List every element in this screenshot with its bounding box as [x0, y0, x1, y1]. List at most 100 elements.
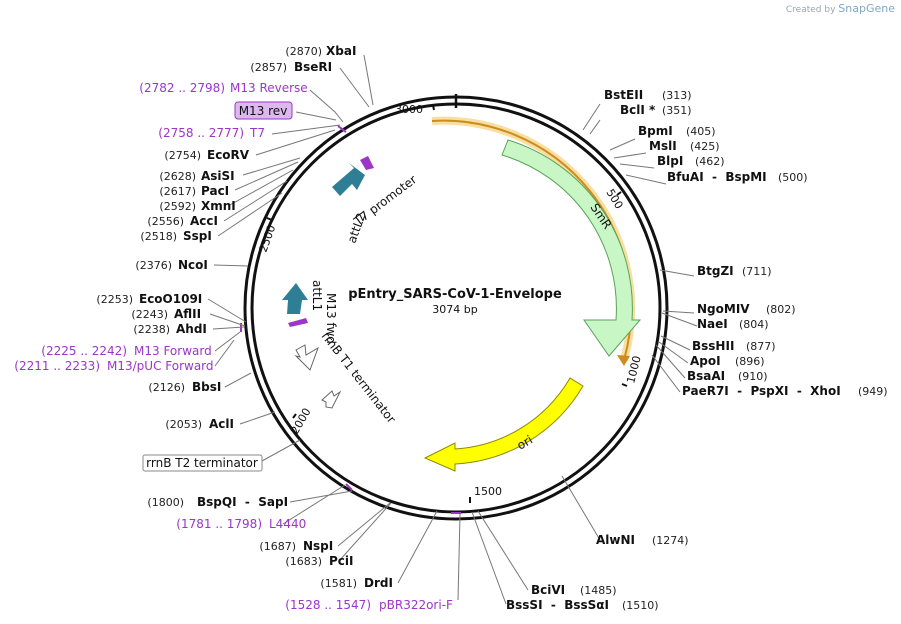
site-alwni[interactable]: AlwNI	[596, 533, 635, 547]
site-msli[interactable]: MslI	[649, 139, 677, 153]
site-bsssi-bsssai[interactable]: BssSI - BssSαI	[506, 598, 609, 612]
site-pcii[interactable]: PciI	[329, 554, 354, 568]
orf-arrowhead	[617, 355, 630, 366]
pos-asisi: (2628)	[159, 170, 196, 183]
smr-feature[interactable]	[501, 139, 642, 357]
pos-acci: (2556)	[147, 215, 184, 228]
site-btgzi[interactable]: BtgZI	[697, 264, 734, 278]
site-nspi[interactable]: NspI	[303, 539, 333, 553]
pos-bsssi-bsssai: (1510)	[622, 599, 659, 612]
primer-name-l4440[interactable]: L4440	[269, 517, 306, 531]
leader-apoi	[658, 341, 689, 364]
leader-m13puc	[214, 339, 235, 367]
primer-name-m13forward[interactable]: M13 Forward	[134, 344, 212, 358]
t7-promoter-feature[interactable]	[360, 156, 374, 170]
leader-bpmi	[609, 138, 636, 151]
site-drdi[interactable]: DrdI	[364, 576, 393, 590]
site-xbai[interactable]: XbaI	[326, 44, 356, 58]
leader-xbai	[363, 54, 374, 106]
site-acli[interactable]: AclI	[209, 417, 234, 431]
credit-prefix: Created by	[785, 5, 836, 15]
site-apoi[interactable]: ApoI	[690, 354, 721, 368]
tick-label-2000: 2000	[288, 406, 313, 437]
site-ecorv[interactable]: EcoRV	[207, 148, 250, 162]
rrnb-t1-feature[interactable]	[294, 344, 319, 371]
site-bcli[interactable]: BclI *	[620, 103, 656, 117]
pos-ecorv: (2754)	[164, 149, 201, 162]
primer-name-m13reverse[interactable]: M13 Reverse	[230, 81, 308, 95]
site-paer7i-pspxi-xhoi[interactable]: PaeR7I - PspXI - XhoI	[682, 384, 841, 398]
leader-ngomiv	[662, 310, 695, 314]
site-blpi[interactable]: BlpI	[657, 154, 683, 168]
m13-fwd-feature[interactable]	[288, 318, 308, 327]
pos-aflii: (2243)	[131, 308, 168, 321]
pos-apoi: (896)	[735, 355, 765, 368]
site-paci[interactable]: PacI	[201, 184, 229, 198]
site-bspqi-sapi[interactable]: BspQI - SapI	[197, 495, 288, 509]
leader-nspi	[337, 502, 391, 547]
site-bsteii[interactable]: BstEII	[604, 88, 643, 102]
leader-pcii	[338, 502, 392, 562]
leader-xmni	[227, 169, 294, 207]
site-bseri[interactable]: BseRI	[294, 60, 332, 74]
pos-drdi: (1581)	[320, 577, 357, 590]
site-aflii[interactable]: AflII	[174, 307, 201, 321]
pos-bsaai: (910)	[738, 370, 768, 383]
site-acci[interactable]: AccI	[190, 214, 218, 228]
site-asisi[interactable]: AsiSI	[201, 169, 235, 183]
primer-name-m13puc[interactable]: M13/pUC Forward	[107, 359, 214, 373]
primer-range-m13reverse: (2782 .. 2798)	[139, 81, 225, 95]
site-bpmi[interactable]: BpmI	[638, 124, 673, 138]
rrnb-t2-feature[interactable]	[321, 390, 342, 409]
pos-bsteii: (313)	[662, 89, 692, 102]
plasmid-name: pEntry_SARS-CoV-1-Envelope	[348, 287, 562, 302]
leader-aflii	[209, 313, 246, 327]
pos-bbsi: (2126)	[148, 381, 185, 394]
site-ngomiv[interactable]: NgoMIV	[697, 302, 750, 316]
tick-3000	[432, 104, 435, 111]
site-bsaai[interactable]: BsaAI	[687, 369, 725, 383]
pos-acli: (2053)	[165, 418, 202, 431]
leader-bsaai	[655, 344, 686, 379]
pos-bsshii: (877)	[746, 340, 776, 353]
site-ncoi[interactable]: NcoI	[178, 258, 208, 272]
leader-bcivi	[477, 510, 529, 591]
pos-paer7i-pspxi-xhoi: (949)	[858, 385, 888, 398]
rrnb-t1-label: rrnB T1 terminator	[319, 329, 399, 426]
pos-bseri: (2857)	[250, 61, 287, 74]
site-ahdi[interactable]: AhdI	[176, 322, 207, 336]
rrnb-t2-box[interactable]	[142, 454, 263, 472]
tick-label-3000: 3000	[395, 103, 423, 116]
attl2-feature[interactable]	[332, 163, 365, 196]
leader-naei	[661, 312, 698, 327]
site-ecoo109i[interactable]: EcoO109I	[139, 292, 202, 306]
primer-range-t7: (2758 .. 2777)	[158, 126, 244, 140]
primer-name-t7[interactable]: T7	[249, 126, 265, 140]
pos-bspqi-sapi: (1800)	[147, 496, 184, 509]
site-naei[interactable]: NaeI	[697, 317, 728, 331]
pos-blpi: (462)	[695, 155, 725, 168]
pos-pcii: (1683)	[285, 555, 322, 568]
site-bfuai-bspmi[interactable]: BfuAI - BspMI	[667, 170, 767, 184]
site-bbsi[interactable]: BbsI	[192, 380, 221, 394]
m13-rev-box[interactable]	[234, 101, 293, 120]
rrnb-t2-label: rrnB T2 terminator	[146, 456, 258, 470]
ori-feature[interactable]	[423, 377, 584, 472]
site-bcivi[interactable]: BciVI	[531, 583, 565, 597]
pos-paci: (2617)	[159, 185, 196, 198]
leader-ecorv	[255, 129, 336, 156]
attl1-feature[interactable]	[282, 283, 308, 314]
snapgene-credit: Created by SnapGene	[786, 2, 895, 15]
site-bsshii[interactable]: BssHII	[692, 339, 734, 353]
leader-lines	[207, 54, 698, 605]
credit-brand: SnapGene	[838, 2, 895, 15]
site-xmni[interactable]: XmnI	[201, 199, 236, 213]
pos-msli: (425)	[690, 140, 720, 153]
primer-range-l4440: (1781 .. 1798)	[176, 517, 262, 531]
leader-drdi	[397, 510, 438, 584]
site-sspi[interactable]: SspI	[183, 229, 212, 243]
tick-1000	[621, 383, 628, 387]
plasmid-size: 3074 bp	[432, 303, 477, 316]
leader-ncoi	[213, 264, 249, 267]
primer-name-pbr322[interactable]: pBR322ori-F	[379, 598, 453, 612]
